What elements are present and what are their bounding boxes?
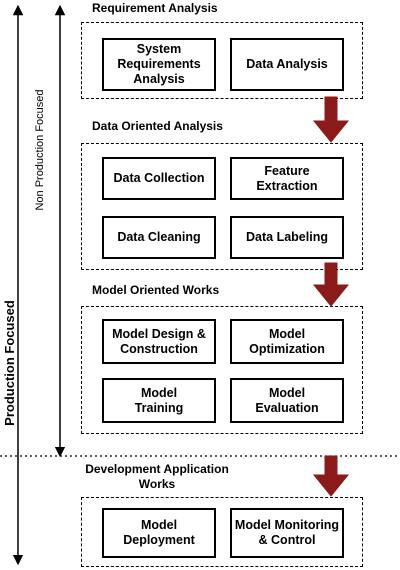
- feature-extraction-box: Feature Extraction: [230, 157, 344, 200]
- model-training-box: Model Training: [102, 378, 216, 423]
- model-deployment-box: Model Deployment: [102, 508, 216, 558]
- data-analysis-box: Data Analysis: [230, 38, 344, 91]
- data-collection-box: Data Collection: [102, 157, 216, 200]
- section-container-development-application-works: [81, 497, 363, 567]
- section-container-model-oriented-works: [81, 306, 363, 434]
- section-container-requirement-analysis: [81, 22, 363, 99]
- data-labeling-box: Data Labeling: [230, 216, 344, 259]
- down-arrow-icon: [312, 262, 350, 307]
- section-title-model-oriented-works: Model Oriented Works: [92, 283, 220, 297]
- section-title-data-oriented-analysis: Data Oriented Analysis: [92, 119, 223, 133]
- section-title-requirement-analysis: Requirement Analysis: [92, 1, 218, 15]
- data-cleaning-box: Data Cleaning: [102, 216, 216, 259]
- model-design-construction-box: Model Design & Construction: [102, 319, 216, 364]
- down-arrow-icon: [312, 96, 350, 143]
- model-monitoring-control-box: Model Monitoring & Control: [230, 508, 344, 558]
- section-title-development-application-works: Development Application Works: [85, 462, 229, 491]
- down-arrow-icon: [312, 455, 350, 497]
- model-evaluation-box: Model Evaluation: [230, 378, 344, 423]
- section-container-data-oriented-analysis: [81, 143, 363, 270]
- system-requirements-analysis-box: System Requirements Analysis: [102, 38, 216, 91]
- model-optimization-box: Model Optimization: [230, 319, 344, 364]
